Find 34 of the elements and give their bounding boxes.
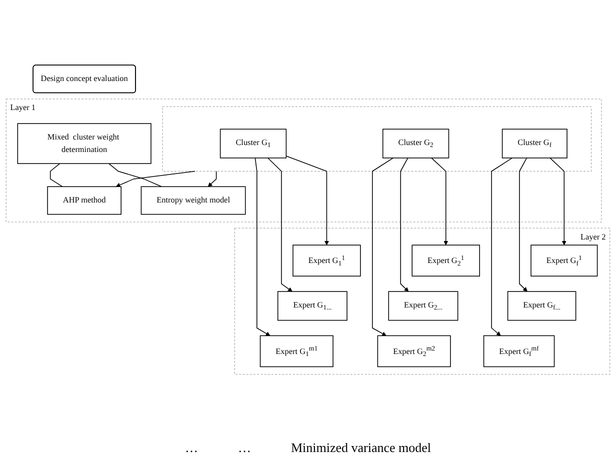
node-box (388, 291, 458, 321)
arrow (400, 158, 409, 292)
node-box (17, 123, 152, 164)
node-box (292, 244, 361, 277)
arrow (286, 156, 329, 246)
node-box (47, 186, 122, 215)
arrow (519, 158, 528, 292)
note-text: … (184, 440, 198, 457)
node-box (220, 129, 287, 159)
node-box (412, 244, 480, 277)
cluster (162, 106, 592, 172)
node-box (507, 291, 576, 321)
arrow (550, 158, 566, 246)
node-box (502, 129, 568, 159)
node-box (140, 186, 246, 215)
cluster (234, 228, 610, 375)
node-box (530, 244, 598, 277)
node-box (483, 336, 555, 368)
arrow (372, 158, 394, 336)
connector (108, 163, 162, 188)
arrow (208, 171, 217, 188)
arrow (491, 158, 513, 336)
arrow (431, 158, 448, 246)
node-box (260, 336, 334, 368)
arrow (116, 171, 196, 188)
note-text: … (238, 440, 251, 457)
cluster (6, 98, 602, 223)
arrow (268, 158, 292, 292)
arrow (254, 158, 270, 336)
note-text: Minimized variance model (290, 440, 432, 457)
node-box (382, 129, 450, 159)
node-box (377, 336, 451, 368)
connector (50, 163, 63, 188)
node-box (277, 291, 348, 321)
